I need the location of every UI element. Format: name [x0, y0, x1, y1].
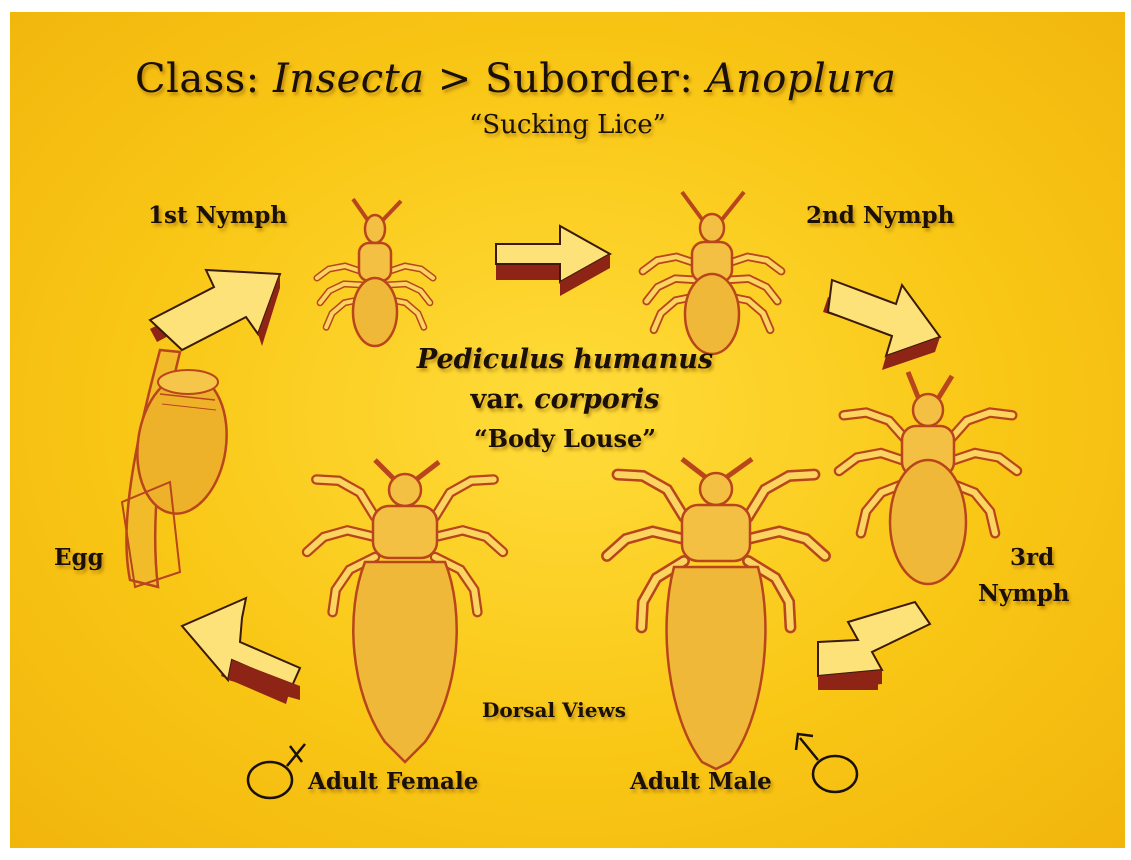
- title-suborder-name: Anoplura: [707, 56, 897, 102]
- adult-female-drawing: [305, 460, 504, 762]
- arrow-third-nymph-to-adult-male: [818, 602, 930, 690]
- title-separator: > Suborder:: [425, 56, 707, 102]
- label-third-nymph-line2: Nymph: [978, 580, 1070, 607]
- label-first-nymph: 1st Nymph: [148, 202, 287, 229]
- label-adult-female: Adult Female: [308, 768, 478, 795]
- label-second-nymph: 2nd Nymph: [806, 202, 954, 229]
- female-symbol-icon: [248, 744, 305, 798]
- adult-male-drawing: [605, 459, 827, 769]
- variety-name: corporis: [534, 384, 659, 415]
- page-title: Class: Insecta > Suborder: Anoplura: [135, 56, 896, 102]
- page-subtitle: “Sucking Lice”: [10, 110, 1125, 140]
- title-prefix: Class:: [135, 56, 273, 102]
- species-variety: var. corporis: [10, 384, 1120, 415]
- species-binomial: Pediculus humanus: [417, 344, 713, 375]
- male-symbol-icon: [796, 734, 857, 792]
- label-adult-male: Adult Male: [630, 768, 772, 795]
- slide-background: Class: Insecta > Suborder: Anoplura “Suc…: [10, 12, 1125, 848]
- arrow-first-to-second-nymph: [496, 226, 610, 296]
- label-dorsal-views: Dorsal Views: [482, 698, 626, 722]
- arrow-adult-female-to-egg: [182, 598, 300, 704]
- species-common-name: “Body Louse”: [10, 424, 1120, 453]
- second-nymph-drawing: [643, 192, 781, 354]
- arrow-egg-to-first-nymph: [150, 270, 280, 350]
- label-egg: Egg: [54, 544, 104, 571]
- variety-prefix: var.: [471, 384, 535, 415]
- label-third-nymph-line1: 3rd: [1010, 544, 1054, 571]
- species-name: Pediculus humanus: [10, 344, 1120, 375]
- title-class-name: Insecta: [273, 56, 425, 102]
- first-nymph-drawing: [317, 199, 433, 346]
